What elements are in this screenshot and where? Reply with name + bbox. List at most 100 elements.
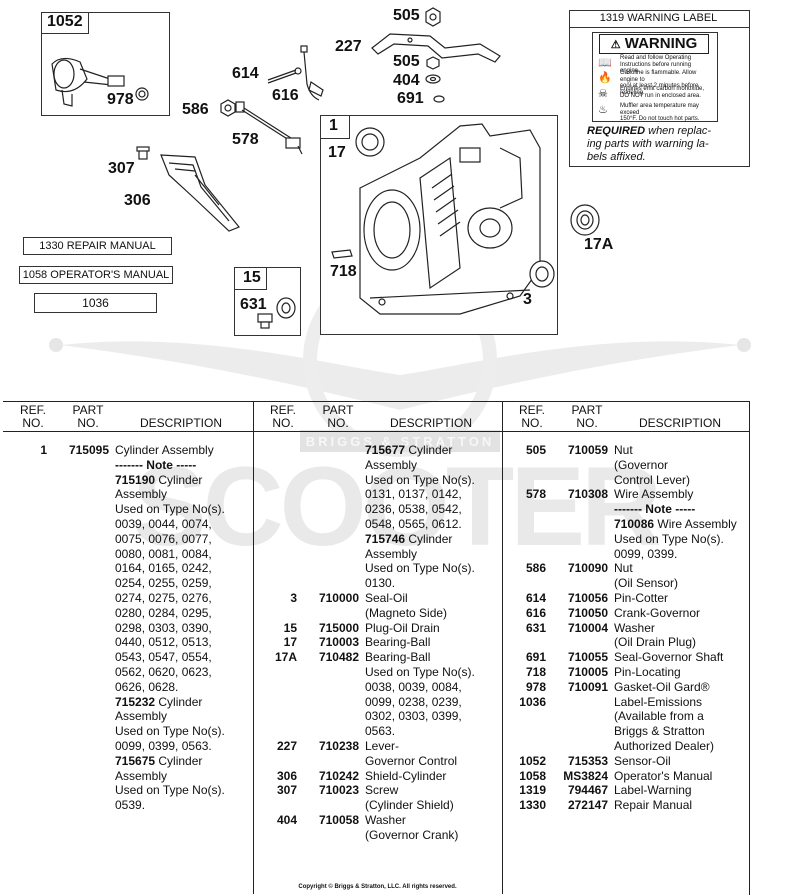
callout-1052: 1052	[47, 13, 83, 30]
cotter-pin-drawing	[267, 67, 302, 84]
header-ref-2: REF.NO.	[269, 403, 296, 430]
nut-505b-drawing	[426, 56, 440, 70]
part-no: 710238	[318, 739, 359, 753]
callout-614: 614	[232, 65, 259, 82]
column-divider-1	[253, 401, 254, 894]
description-line: 0539.	[115, 798, 146, 813]
ref-no: 3	[290, 591, 297, 605]
governor-crank-drawing	[300, 45, 324, 101]
callout-307: 307	[108, 160, 135, 177]
description-line: Lever-	[365, 739, 400, 753]
watermark-band-text: BRIGGS & STRATTON	[306, 434, 494, 449]
description: Washer(Oil Drain Plug)	[614, 621, 696, 651]
warning-heading-text: WARNING	[624, 35, 698, 52]
description-line: Washer	[614, 620, 655, 635]
description-line: 0302, 0303, 0399,	[365, 709, 462, 724]
description-line: Operator's Manual	[614, 768, 713, 783]
part-no: MS3824	[563, 768, 608, 783]
description-line: 0274, 0275, 0276,	[115, 590, 212, 605]
description-line: Label-Warning	[614, 783, 692, 798]
description-line: Plug-Oil Drain	[365, 620, 440, 635]
description-line: Shield-Cylinder	[365, 768, 447, 783]
description-line: 0099, 0399, 0563.	[115, 738, 212, 753]
oil-seal-drawing	[529, 260, 555, 288]
callout-631: 631	[240, 296, 267, 313]
description: Gasket-Oil Gard®	[614, 680, 710, 695]
ref-no: 227	[276, 739, 297, 753]
description: Wire Assembly------- Note -----710086 Wi…	[614, 487, 737, 561]
copyright: Copyright © Briggs & Stratton, LLC. All …	[298, 884, 457, 890]
callout-718: 718	[330, 263, 357, 280]
ref-no: 1	[40, 443, 47, 457]
locating-pin-drawing	[331, 249, 353, 259]
cylinder-shield-drawing	[136, 146, 240, 232]
description-line: Screw	[365, 783, 399, 798]
description-line: 0080, 0081, 0084,	[115, 546, 212, 561]
description: Bearing-Ball	[365, 635, 430, 650]
description-line: 0236, 0538, 0542,	[365, 502, 462, 517]
watermark-text: SCOOTER	[132, 444, 660, 569]
description-line: 0626, 0628.	[115, 679, 179, 694]
description-line: 715232 Cylinder	[115, 694, 203, 709]
description-line: 715675 Cylinder	[115, 753, 203, 768]
seal-691-drawing	[433, 95, 445, 103]
description-line: Used on Type No(s).	[365, 472, 475, 487]
description-line: 0562, 0620, 0623,	[115, 664, 212, 679]
hot-surface-icon: ♨	[598, 104, 608, 116]
description-line: Assembly	[365, 546, 418, 561]
description-line: (Oil Drain Plug)	[614, 635, 697, 650]
description-line: ------- Note -----	[115, 457, 197, 472]
ref-no: 505	[525, 443, 546, 457]
part-no: 710059	[567, 443, 608, 457]
callout-box-15	[234, 267, 267, 290]
callout-586: 586	[182, 101, 209, 118]
fire-icon: 🔥	[598, 72, 612, 84]
ref-no: 17A	[274, 650, 297, 665]
description-line: Assembly	[115, 768, 168, 783]
description-line: Gasket-Oil Gard®	[614, 679, 710, 694]
header-ref-1: REF.NO.	[19, 403, 46, 430]
part-no: 710050	[567, 605, 608, 620]
part-no: 710005	[567, 665, 608, 679]
description-line: Governor Control	[365, 753, 458, 768]
description-line: 710086 Wire Assembly	[614, 516, 737, 531]
part-no: 710482	[318, 650, 359, 665]
description-line: 0164, 0165, 0242,	[115, 561, 212, 576]
callout-box-1	[320, 115, 350, 139]
description-line: 715746 Cylinder	[365, 531, 453, 546]
part-no: 710055	[567, 650, 608, 665]
callout-404: 404	[393, 72, 420, 89]
ref-no: 978	[525, 679, 546, 694]
description-line: Label-Emissions	[614, 694, 703, 709]
description-line: Crank-Governor	[614, 605, 701, 620]
ref-no: 306	[276, 768, 297, 783]
ref-no: 631	[525, 620, 546, 635]
ref-no: 1036	[519, 694, 546, 709]
ref-no: 614	[525, 591, 546, 605]
warning-label-title: 1319 WARNING LABEL	[599, 12, 718, 24]
description: Shield-Cylinder	[365, 769, 446, 784]
description-line: Seal-Governor Shaft	[614, 650, 724, 665]
description-line: Wire Assembly	[614, 487, 694, 502]
table-frame	[3, 401, 750, 895]
nut-586-drawing	[220, 99, 236, 117]
header-desc-2: DESCRIPTION	[389, 416, 472, 430]
callout-3: 3	[523, 291, 532, 308]
description-line: Seal-Oil	[365, 591, 408, 605]
part-no: 715095	[68, 443, 109, 457]
ref-no: 691	[525, 650, 546, 665]
description-line: Briggs & Stratton	[614, 724, 705, 739]
description: Nut(Oil Sensor)	[614, 561, 678, 591]
part-no: 710003	[318, 635, 359, 650]
description-line: (Governor	[614, 457, 669, 472]
callout-box-1052	[41, 12, 89, 34]
part-no: 710090	[567, 561, 608, 576]
description: Screw(Cylinder Shield)	[365, 783, 454, 813]
operators-manual-label: 1058 OPERATOR'S MANUAL	[19, 266, 173, 284]
warning-heading: ⚠ WARNING	[599, 34, 709, 54]
description-line: Used on Type No(s).	[365, 561, 475, 576]
part-no: 710004	[567, 620, 608, 635]
